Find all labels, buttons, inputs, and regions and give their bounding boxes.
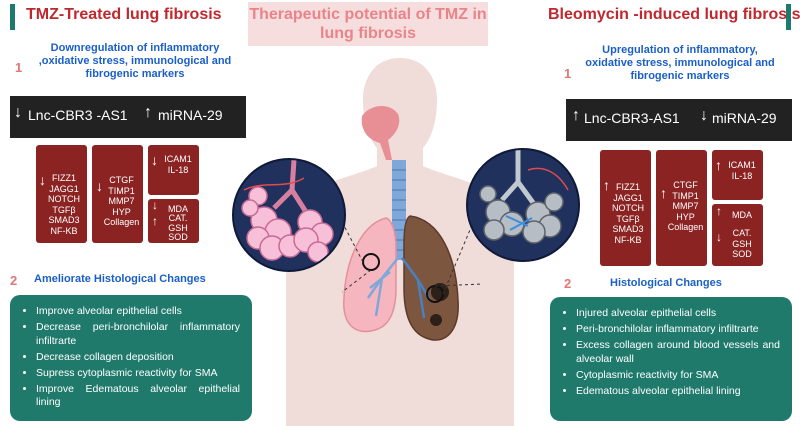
list-item: Edematous alveolar epithelial lining: [576, 385, 780, 399]
up-arrow-icon: ↑: [144, 104, 152, 121]
healthy-alveoli-icon: [241, 160, 334, 263]
list-item: Injured alveolar epithelial cells: [576, 307, 780, 321]
down-arrow-icon: ↓: [151, 152, 158, 168]
up-arrow-icon: ↑: [152, 214, 158, 228]
right-box-cat-text: CAT. GSH SOD: [732, 228, 752, 259]
left-accent-bar: [10, 4, 15, 30]
list-item: Improve alveolar epithelial cells: [36, 305, 240, 319]
down-arrow-icon: ↓: [152, 198, 158, 212]
down-arrow-icon: ↓: [716, 230, 722, 244]
healthy-lung: [343, 217, 397, 333]
left-bar-lnc: Lnc-CBR3 -AS1: [28, 107, 128, 123]
down-arrow-icon: ↓: [700, 107, 708, 124]
left-section1-text: Downregulation of inflammatory ,oxidativ…: [38, 42, 232, 80]
left-section2-text: Ameliorate Histological Changes: [34, 273, 206, 285]
right-box-ctgf-text: CTGF TIMP1 MMP7 HYP Collagen: [667, 180, 704, 232]
list-item: Excess collagen around blood vessels and…: [576, 339, 780, 366]
right-title: Bleomycin -induced lung fibrosis: [548, 6, 800, 23]
left-histology-box: Improve alveolar epithelial cells Decrea…: [10, 295, 252, 421]
list-item: Cytoplasmic reactivity for SMA: [576, 369, 780, 383]
right-histology-box: Injured alveolar epithelial cells Peri-b…: [550, 297, 792, 421]
right-box-icam-text: ICAM1 IL-18: [728, 160, 756, 181]
up-arrow-icon: ↑: [572, 107, 580, 124]
left-bar-mirna: miRNA-29: [158, 107, 223, 123]
fibrotic-alveoli-icon: [479, 150, 569, 244]
fibrotic-alveoli-zoom: [466, 148, 580, 262]
left-box-ctgf: ↓ CTGF TIMP1 MMP7 HYP Collagen: [92, 145, 143, 243]
airway-head: [361, 105, 400, 160]
left-box-cat-text: CAT. GSH SOD: [168, 213, 188, 242]
right-section2-number: 2: [564, 276, 572, 291]
left-gene-bar: ↓ Lnc-CBR3 -AS1 ↑ miRNA-29: [10, 96, 246, 138]
list-item: Improve Edematous alveolar epithelial li…: [36, 383, 240, 410]
right-box-mda-text: MDA: [732, 210, 752, 220]
right-box-fibrogenic: ↑ FIZZ1 JAGG1 NOTCH TGFβ SMAD3 NF-KB: [600, 150, 651, 266]
down-arrow-icon: ↓: [14, 104, 22, 121]
up-arrow-icon: ↑: [660, 185, 667, 201]
left-box-icam: ↓ ICAM1 IL-18: [148, 145, 199, 195]
left-box-mda-text: MDA: [168, 204, 188, 214]
right-section2-text: Histological Changes: [610, 277, 722, 289]
up-arrow-icon: ↑: [716, 204, 722, 218]
right-bar-lnc: Lnc-CBR3-AS1: [584, 110, 680, 126]
up-arrow-icon: ↑: [715, 157, 722, 173]
right-section1-text: Upregulation of inflammatory, oxidative …: [585, 44, 775, 82]
list-item: Decrease peri-bronchilolar inflammatory …: [36, 321, 240, 348]
torso-illustration: [286, 58, 514, 426]
left-box-fibrogenic: ↓ FIZZ1 JAGG1 NOTCH TGFβ SMAD3 NF-KB: [36, 145, 87, 243]
right-box-ctgf: ↑ CTGF TIMP1 MMP7 HYP Collagen: [656, 150, 707, 266]
right-box-oxidative: ↑ MDA ↓ CAT. GSH SOD: [712, 204, 763, 266]
left-box-oxidative: ↓ MDA ↑ CAT. GSH SOD: [148, 199, 199, 243]
center-title: Therapeutic potential of TMZ in lung fib…: [248, 2, 488, 46]
right-section1-number: 1: [564, 66, 572, 81]
list-item: Supress cytoplasmic reactivity for SMA: [36, 367, 240, 381]
list-item: Peri-bronchilolar inflammatory infiltrar…: [576, 323, 780, 337]
right-box-fibrogenic-text: FIZZ1 JAGG1 NOTCH TGFβ SMAD3 NF-KB: [612, 182, 644, 245]
right-bar-mirna: miRNA-29: [712, 110, 777, 126]
left-title: TMZ-Treated lung fibrosis: [26, 6, 222, 23]
left-box-ctgf-text: CTGF TIMP1 MMP7 HYP Collagen: [103, 175, 140, 227]
down-arrow-icon: ↓: [96, 178, 103, 194]
up-arrow-icon: ↑: [603, 177, 610, 193]
left-box-icam-text: ICAM1 IL-18: [164, 154, 192, 175]
fibrotic-lung: [403, 215, 459, 341]
list-item: Decrease collagen deposition: [36, 351, 240, 365]
right-box-icam: ↑ ICAM1 IL-18: [712, 150, 763, 200]
down-arrow-icon: ↓: [39, 172, 46, 188]
left-section2-number: 2: [10, 273, 18, 288]
healthy-alveoli-zoom: [232, 158, 346, 272]
left-section1-number: 1: [15, 60, 23, 75]
left-box-fibrogenic-text: FIZZ1 JAGG1 NOTCH TGFβ SMAD3 NF-KB: [48, 173, 80, 236]
right-gene-bar: ↑ Lnc-CBR3-AS1 ↓ miRNA-29: [566, 99, 792, 141]
right-accent-bar: [786, 4, 791, 30]
